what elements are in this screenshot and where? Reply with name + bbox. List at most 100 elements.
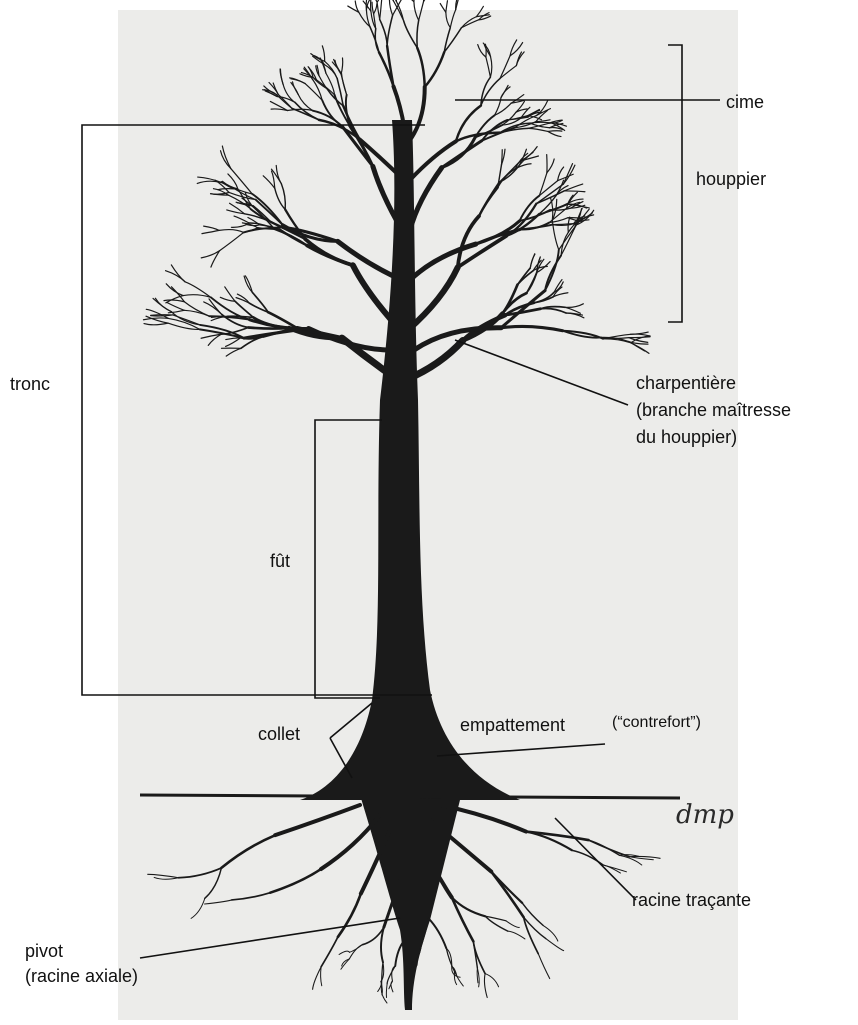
branch-stroke [541, 309, 566, 314]
branch-stroke [450, 10, 455, 28]
branch-stroke [486, 57, 490, 77]
branch-stroke [536, 120, 550, 122]
branch-stroke [528, 128, 548, 131]
label-charpentiere-line3: du houppier) [636, 426, 737, 448]
branch-stroke [387, 15, 392, 46]
branch-stroke [151, 315, 173, 316]
branch-stroke [440, 3, 446, 12]
root-stroke [338, 894, 361, 937]
root-stroke [148, 874, 179, 877]
root-stroke [506, 921, 519, 928]
root-stroke [313, 967, 322, 989]
branch-stroke [146, 309, 168, 318]
root-stroke [349, 945, 362, 953]
root-stroke [178, 868, 221, 878]
branch-stroke [548, 131, 562, 132]
root-stroke [321, 967, 322, 986]
houppier-bracket [668, 45, 682, 322]
pivot-pointer [140, 918, 400, 958]
branch-stroke [280, 69, 283, 84]
branch-stroke [536, 101, 547, 116]
branch-stroke [374, 4, 377, 14]
branch-stroke [387, 0, 393, 1]
root-stroke [428, 918, 446, 948]
branch-stroke [565, 304, 583, 308]
branch-stroke [219, 230, 244, 233]
branch-stroke [565, 307, 580, 313]
branch-stroke [380, 19, 387, 46]
branch-stroke [490, 56, 491, 77]
branch-stroke [414, 2, 419, 21]
branch-stroke [377, 2, 380, 19]
branch-stroke [564, 184, 583, 191]
root-stroke [491, 872, 523, 918]
label-tronc: tronc [10, 373, 50, 395]
root-stroke [381, 927, 384, 962]
label-pivot-line1: pivot [25, 940, 63, 962]
root-stroke [508, 931, 525, 939]
label-contrefort: (“contrefort”) [612, 712, 701, 734]
root-stroke [191, 898, 205, 918]
branch-stroke [283, 227, 338, 241]
label-collet: collet [258, 723, 300, 745]
branch-stroke [341, 58, 343, 74]
branch-stroke [501, 150, 502, 165]
branch-stroke [377, 0, 381, 2]
branch-stroke [410, 141, 456, 180]
branch-stroke [516, 52, 521, 66]
root-stroke [205, 900, 232, 904]
branch-stroke [341, 74, 347, 95]
root-stroke [275, 805, 360, 835]
branch-stroke [222, 146, 231, 169]
root-stroke [321, 815, 380, 869]
branch-stroke [552, 224, 573, 225]
label-houppier: houppier [696, 168, 766, 190]
branch-stroke [144, 323, 168, 325]
root-stroke [392, 966, 396, 981]
branch-stroke [564, 191, 585, 192]
branch-stroke [631, 334, 651, 336]
branch-stroke [548, 131, 561, 136]
root-stroke [321, 937, 338, 967]
branch-stroke [461, 20, 479, 28]
branch-stroke [220, 232, 244, 250]
root-stroke [524, 917, 539, 953]
branch-stroke [547, 159, 554, 173]
label-fut: fût [270, 550, 290, 572]
label-charpentiere-line2: (branche maîtresse [636, 399, 791, 421]
root-stroke [387, 966, 395, 984]
racine-tracante-pointer [555, 818, 636, 900]
branch-stroke [380, 0, 382, 19]
branch-stroke [287, 109, 312, 110]
empattement-pointer [437, 744, 605, 756]
root-stroke [386, 984, 387, 998]
branch-stroke [276, 165, 281, 183]
branch-stroke [372, 2, 374, 14]
label-cime: cime [726, 91, 764, 113]
branch-stroke [197, 181, 221, 183]
branch-stroke [629, 337, 650, 338]
root-stroke [491, 872, 522, 903]
fut-bracket [315, 420, 382, 698]
branch-stroke [246, 224, 260, 225]
label-racine-tracante: racine traçante [632, 889, 751, 911]
root-stroke [473, 941, 485, 973]
root-stroke [452, 897, 474, 941]
branch-stroke [419, 1, 424, 20]
branch-stroke [405, 0, 414, 2]
branch-stroke [476, 6, 483, 16]
root-stroke [270, 869, 321, 893]
branch-stroke [479, 187, 498, 216]
root-stroke [538, 954, 549, 979]
branch-stroke [425, 52, 445, 87]
branch-stroke [501, 326, 563, 330]
root-stroke [485, 974, 498, 987]
branch-stroke [234, 216, 249, 223]
branch-stroke [446, 12, 451, 27]
label-empattement: empattement [460, 714, 565, 736]
branch-stroke [389, 0, 392, 15]
branch-stroke [396, 1, 403, 21]
branch-stroke [202, 230, 219, 233]
root-stroke [232, 893, 271, 900]
